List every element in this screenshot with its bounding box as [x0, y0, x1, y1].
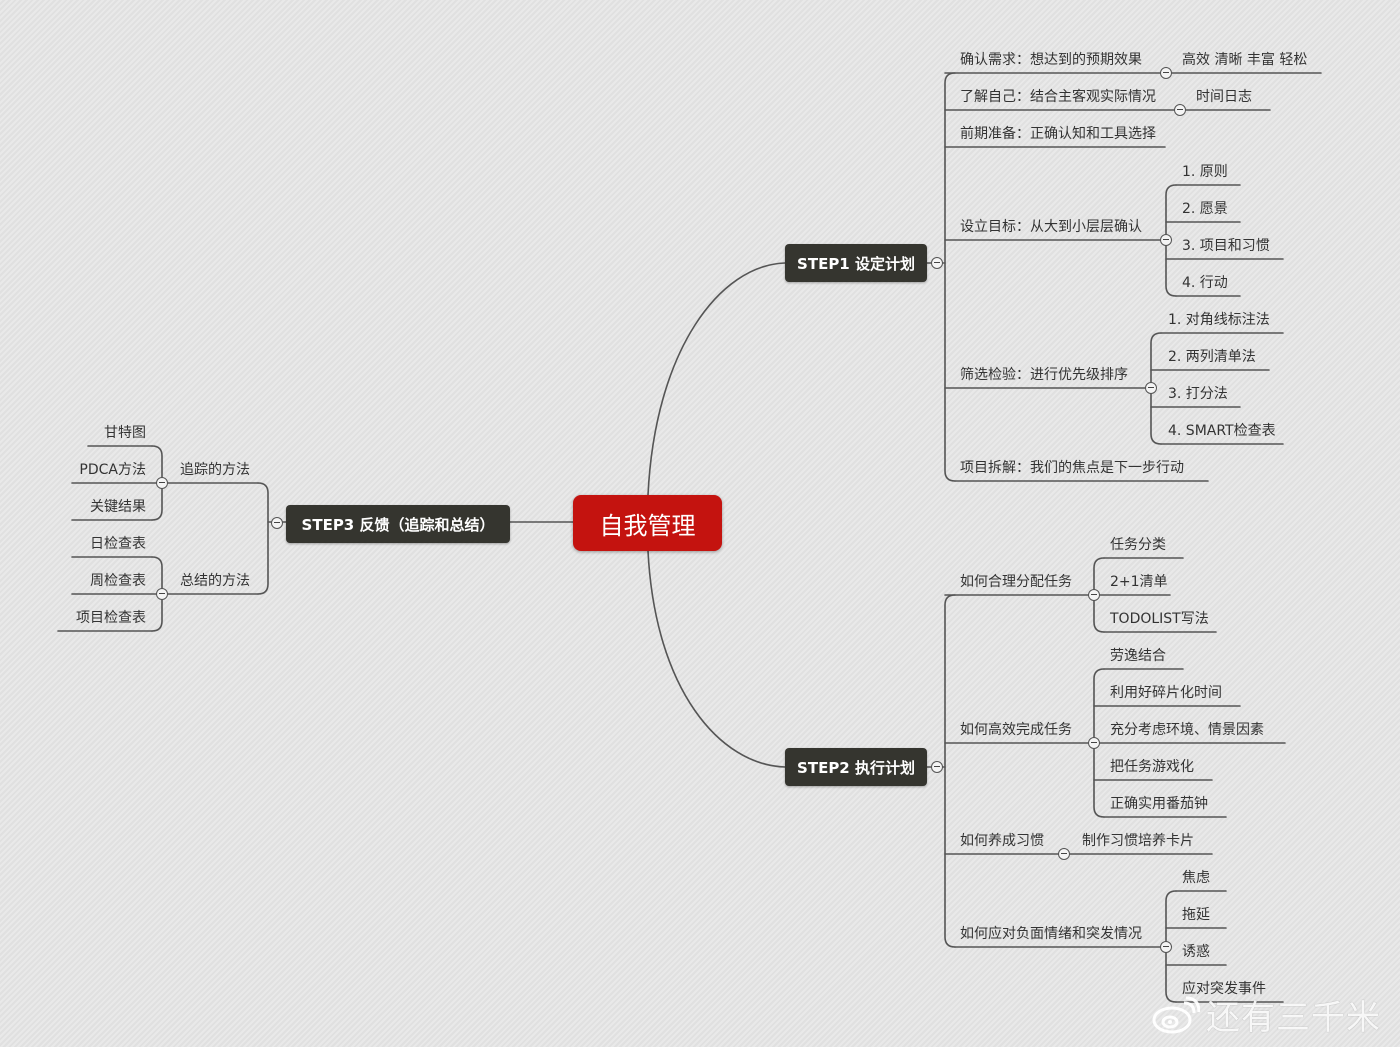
s2-emotion-sub-2[interactable]: 拖延 [1182, 907, 1210, 923]
s1-filter-sub-4[interactable]: 4. SMART检查表 [1168, 423, 1276, 439]
s2-branch-assign[interactable]: 如何合理分配任务 [960, 574, 1072, 590]
s2-efficient-collapse-button[interactable] [1088, 737, 1100, 749]
s2-efficient-sub-5[interactable]: 正确实用番茄钟 [1110, 796, 1208, 812]
watermark-text: 还有三千米 [1206, 998, 1381, 1038]
s2-branch-emotion[interactable]: 如何应对负面情绪和突发情况 [960, 926, 1142, 942]
step3-node[interactable]: STEP3 反馈（追踪和总结） [286, 505, 510, 543]
s1-goal-sub-1[interactable]: 1. 原则 [1182, 164, 1228, 180]
s3-track-sub-2[interactable]: PDCA方法 [79, 462, 146, 478]
s1-branch-break[interactable]: 项目拆解：我们的焦点是下一步行动 [960, 460, 1184, 476]
s2-assign-sub-1[interactable]: 任务分类 [1110, 537, 1166, 553]
s1-need-collapse-button[interactable] [1160, 67, 1172, 79]
s1-need-sub-1[interactable]: 高效 清晰 丰富 轻松 [1182, 52, 1308, 68]
s1-self-collapse-button[interactable] [1174, 104, 1186, 116]
s3-summary-sub-1[interactable]: 日检查表 [90, 536, 146, 552]
s3-summary-sub-3[interactable]: 项目检查表 [76, 610, 146, 626]
s1-filter-collapse-button[interactable] [1145, 382, 1157, 394]
s2-assign-sub-2[interactable]: 2+1清单 [1110, 574, 1168, 590]
s1-branch-need[interactable]: 确认需求：想达到的预期效果 [960, 52, 1142, 68]
weibo-logo-icon [1150, 995, 1201, 1035]
s2-emotion-sub-4[interactable]: 应对突发事件 [1182, 981, 1266, 997]
s2-emotion-collapse-button[interactable] [1160, 941, 1172, 953]
s2-habit-collapse-button[interactable] [1058, 848, 1070, 860]
s1-filter-sub-1[interactable]: 1. 对角线标注法 [1168, 312, 1270, 328]
s2-assign-sub-3[interactable]: TODOLIST写法 [1110, 611, 1209, 627]
s2-efficient-sub-1[interactable]: 劳逸结合 [1110, 648, 1166, 664]
s1-goal-sub-4[interactable]: 4. 行动 [1182, 275, 1228, 291]
s1-branch-self[interactable]: 了解自己：结合主客观实际情况 [960, 89, 1156, 105]
s3-track-sub-3[interactable]: 关键结果 [90, 499, 146, 515]
watermark: 还有三千米 [1150, 990, 1381, 1039]
s3-track-collapse-button[interactable] [156, 477, 168, 489]
s2-efficient-sub-3[interactable]: 充分考虑环境、情景因素 [1110, 722, 1264, 738]
s2-emotion-sub-3[interactable]: 诱惑 [1182, 944, 1210, 960]
s3-track-sub-1[interactable]: 甘特图 [104, 425, 146, 441]
s2-habit-sub-1[interactable]: 制作习惯培养卡片 [1082, 833, 1194, 849]
s2-efficient-sub-4[interactable]: 把任务游戏化 [1110, 759, 1194, 775]
s1-filter-sub-2[interactable]: 2. 两列清单法 [1168, 349, 1256, 365]
step1-node[interactable]: STEP1 设定计划 [785, 244, 927, 282]
s2-emotion-sub-1[interactable]: 焦虑 [1182, 870, 1210, 886]
s3-summary-collapse-button[interactable] [156, 588, 168, 600]
s2-efficient-sub-2[interactable]: 利用好碎片化时间 [1110, 685, 1222, 701]
root-node[interactable]: 自我管理 [573, 495, 722, 551]
s1-self-sub-1[interactable]: 时间日志 [1196, 89, 1252, 105]
s1-branch-filter[interactable]: 筛选检验：进行优先级排序 [960, 367, 1128, 383]
s1-goal-collapse-button[interactable] [1160, 234, 1172, 246]
s1-branch-prep[interactable]: 前期准备：正确认知和工具选择 [960, 126, 1156, 142]
s3-summary-sub-2[interactable]: 周检查表 [90, 573, 146, 589]
s3-branch-track[interactable]: 追踪的方法 [180, 462, 250, 478]
s2-branch-habit[interactable]: 如何养成习惯 [960, 833, 1044, 849]
s1-goal-sub-3[interactable]: 3. 项目和习惯 [1182, 238, 1270, 254]
s1-branch-goal[interactable]: 设立目标：从大到小层层确认 [960, 219, 1142, 235]
s1-filter-sub-3[interactable]: 3. 打分法 [1168, 386, 1228, 402]
step2-node[interactable]: STEP2 执行计划 [785, 748, 927, 786]
s1-goal-sub-2[interactable]: 2. 愿景 [1182, 201, 1228, 217]
step2-collapse-button[interactable] [931, 761, 943, 773]
step1-collapse-button[interactable] [931, 257, 943, 269]
s2-assign-collapse-button[interactable] [1088, 589, 1100, 601]
step3-collapse-button[interactable] [271, 517, 283, 529]
s3-branch-summary[interactable]: 总结的方法 [180, 573, 250, 589]
s2-branch-efficient[interactable]: 如何高效完成任务 [960, 722, 1072, 738]
